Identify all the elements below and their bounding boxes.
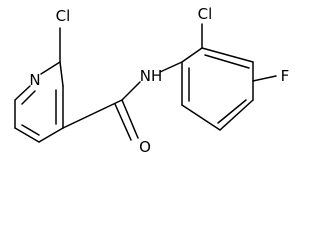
atom-label-n-pyridine: N <box>29 71 40 89</box>
bond-ph-c4-f <box>252 75 277 82</box>
bond-ph-c2-c3-inner <box>204 54 250 69</box>
atom-label-f-phenyl: F <box>281 67 290 85</box>
bond-n1-c6 <box>14 85 31 101</box>
bond-c2-n1 <box>40 61 61 75</box>
bond-ph-c5-c6 <box>181 104 221 131</box>
bond-n1-c6-inner <box>21 90 36 105</box>
pyridine-ring <box>14 61 64 143</box>
bond-nh-phenyl <box>159 61 183 73</box>
bond-c5-c4 <box>14 127 40 143</box>
bond-carbonyl-nh <box>121 81 141 101</box>
bond-ph-c4-c5-inner <box>217 99 247 124</box>
bond-c2-top <box>59 61 64 87</box>
atom-label-nh-amide: NH <box>140 67 163 85</box>
bond-carbonyl-o-inner <box>114 103 132 141</box>
phenyl-ring <box>181 47 254 131</box>
bond-c5-c4-inner <box>21 124 40 136</box>
atom-label-o-carbonyl: O <box>139 138 151 155</box>
bond-ph-c2-c3 <box>201 47 254 63</box>
bond-c3-carbonyl <box>62 99 123 129</box>
bond-carbonyl-o <box>121 99 139 139</box>
bond-c4-c3 <box>38 127 64 143</box>
chemical-structure-diagram: Cl N NH O Cl F <box>14 5 290 155</box>
atom-label-cl-phenyl: Cl <box>198 5 213 23</box>
bond-ph-c1-c2 <box>181 47 203 63</box>
atom-label-cl-pyridine: Cl <box>56 7 71 25</box>
bond-ph-c4-c5 <box>219 99 254 131</box>
